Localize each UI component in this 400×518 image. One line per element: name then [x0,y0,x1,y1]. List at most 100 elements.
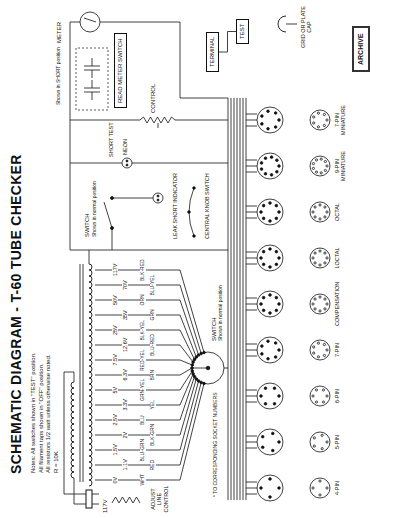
socket-pin [319,310,321,312]
socket-pin [326,257,328,259]
tap-label: 25V [112,324,118,336]
bus-wire [240,98,241,500]
socket-pin [323,113,325,115]
bus-wire [243,98,244,500]
wire [246,448,257,449]
socket-pin [314,308,316,310]
socket-diagram [310,432,330,452]
socket-pin [264,172,267,175]
socket-pin [260,211,263,214]
terminal-dot [203,382,206,385]
wire [246,252,257,253]
wire [224,368,228,369]
socket-pin [260,303,263,306]
socket-pin [260,168,263,171]
part-label: CENTRAL KNOB SWITCH [204,172,210,240]
socket-pin [317,342,319,344]
socket-diagram [310,110,330,130]
diagram-title: SCHEMATIC DIAGRAM - T-60 TUBE CHECKER [8,154,24,474]
part-label: CONTROL [150,83,157,114]
socket-pin [326,119,328,121]
wire [112,228,113,250]
terminal-dot [193,375,196,378]
wire [246,206,257,207]
socket-pin [269,220,272,223]
socket-pin [271,432,274,435]
control-resistor [70,117,228,123]
tap-label: BLU [140,414,146,426]
tap-label: BLU-YEL [150,274,156,297]
wire [70,250,228,251]
connector [219,32,236,53]
socket-name: 9-PIN MINIATURE [334,143,347,189]
label-box: READ METER SWITCH [114,33,127,108]
socket-pin [261,123,264,126]
socket-pin [262,250,265,253]
socket-diagram [310,248,330,268]
tap-label: 6.3V [122,368,128,381]
socket-pin [267,110,270,113]
wire [74,478,86,504]
socket-name: 7-PIN [334,327,340,373]
socket-pin [312,257,314,259]
socket-pin [313,352,315,354]
socket-pin [319,494,321,496]
socket-pin [314,206,316,208]
socket-pin [312,163,314,165]
label-box: TEST [236,19,249,44]
socket-pin [261,435,264,438]
socket-pin [271,449,274,452]
bus-wire [234,98,235,500]
wire [246,396,257,397]
wire [246,114,257,115]
socket-pin [275,296,278,299]
wire [246,436,257,437]
socket-pin [319,204,321,206]
tap-label: GRN [150,308,156,321]
socket-pin [262,204,265,207]
terminal-dot [157,199,159,201]
plate-cap-symbol [278,16,286,32]
socket-pin [274,112,277,115]
socket-pin [273,387,276,390]
socket-pin [324,160,326,162]
socket-pin [324,169,326,171]
socket-pin [323,343,325,345]
socket-pin [313,122,315,124]
tap-wire [95,382,201,465]
terminal-dot [191,370,194,373]
socket-pin [324,308,326,310]
socket-pin [270,156,273,159]
tube-socket [257,153,283,179]
socket-pin [278,395,281,398]
socket-pin [312,395,314,397]
part-label: Shown in normal position [218,284,224,342]
terminal-dot [192,361,195,364]
wire [246,264,257,265]
tap-label: GRN-YEL [140,378,146,402]
terminal-dot [197,354,200,357]
terminal-dot [195,378,198,381]
socket-pin [321,434,323,436]
part-label: GRID OR PLATE CAP [300,4,313,50]
tap-label: BLK-GRN [150,423,156,447]
bus-wire [246,98,247,500]
socket-pin [313,437,315,439]
tap-label: 2V [122,431,128,440]
part-label: R = 10K [53,450,60,474]
selector-switch [192,352,224,384]
wire [246,160,257,161]
socket-pin [312,167,314,169]
terminal-dot [193,187,196,190]
part-label: SHORT TEST [108,121,114,158]
tube-socket [257,429,283,455]
line-adjust-control [112,497,140,503]
line-plug [86,490,92,508]
part-label: All resistors 1/2 watt unless otherwise … [45,354,52,474]
socket-pin [262,263,265,266]
socket-pin [312,303,314,305]
socket-pin [326,211,328,213]
socket-pin [274,126,277,129]
terminal-dot [126,160,128,162]
